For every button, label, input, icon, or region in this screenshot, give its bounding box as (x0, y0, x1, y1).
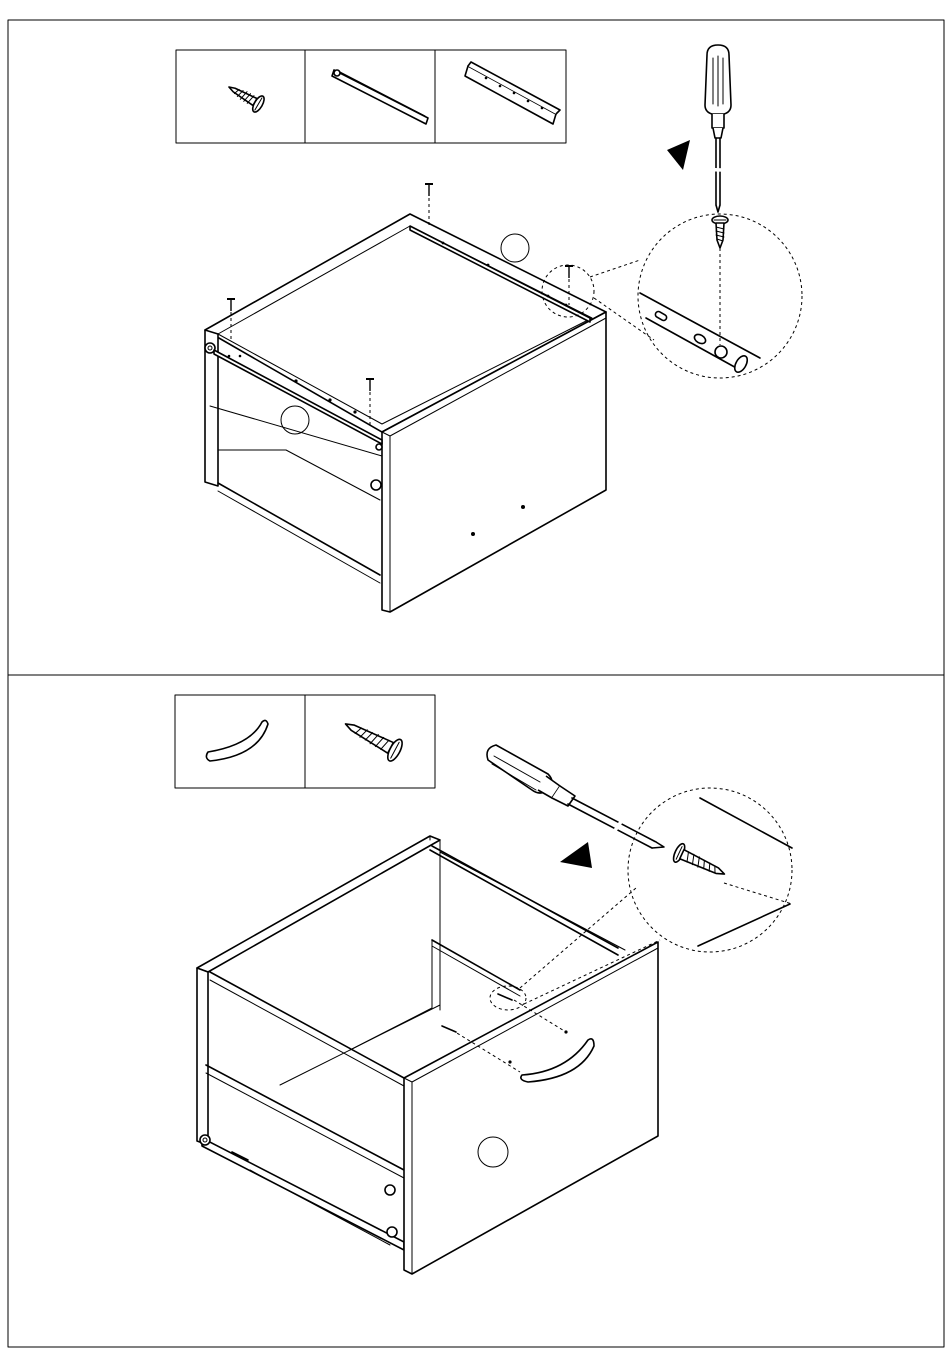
screw-icon (340, 713, 405, 763)
drawer-assembly (197, 836, 658, 1274)
rail-icon (332, 70, 428, 124)
rail-icon (465, 62, 560, 124)
part-marker (281, 406, 309, 434)
screwdriver-icon (705, 45, 731, 212)
rotation-arrow-icon (560, 762, 629, 868)
step-panel-2-frame (8, 675, 944, 1347)
screw-icon (224, 79, 266, 114)
handle-icon (206, 720, 268, 761)
hardware-box-panel-1 (176, 50, 566, 143)
hardware-box-panel-2 (175, 695, 435, 788)
part-marker (501, 234, 529, 262)
cabinet-carcass (205, 214, 606, 612)
